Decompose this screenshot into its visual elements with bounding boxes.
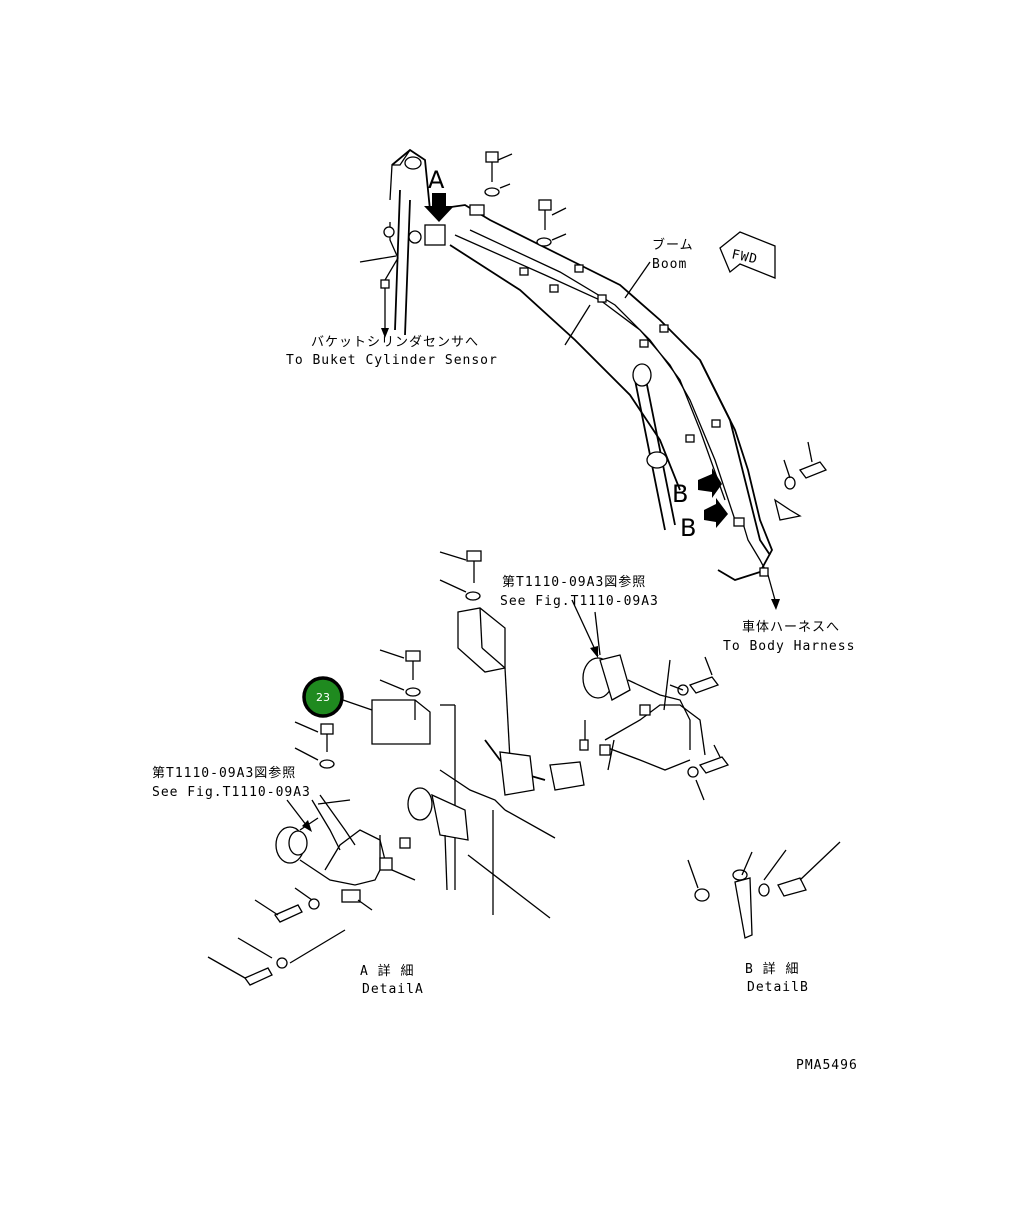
boom-label-jp: ブーム: [652, 237, 694, 253]
marker-b2-label: B: [680, 514, 696, 542]
detail-a-label-en: DetailA: [362, 982, 424, 997]
detail-b-assembly: [687, 841, 841, 939]
boom-label-en: Boom: [652, 257, 687, 272]
detail-a-assembly: [207, 550, 730, 986]
boom-assembly: FWD: [359, 148, 828, 610]
body-harness-label-jp: 車体ハーネスへ: [742, 620, 840, 635]
bucket-sensor-label-en: To Buket Cylinder Sensor: [286, 353, 498, 368]
ref-label-jp-right: 第T1110-09A3図参照: [502, 574, 646, 590]
body-harness-label-en: To Body Harness: [723, 639, 855, 654]
boom-right-bolt: [773, 441, 828, 521]
ref-label-en-right: See Fig.T1110-09A3: [500, 594, 659, 609]
marker-b1-label: B: [672, 480, 688, 508]
marker-a-label: A: [428, 166, 445, 194]
callout-23-ring: [302, 676, 344, 718]
drawing-number: PMA5496: [796, 1058, 858, 1073]
detail-b-label-en: DetailB: [747, 980, 809, 995]
fwd-label: FWD: [730, 247, 759, 267]
bucket-sensor-label-jp: バケットシリンダセンサへ: [311, 335, 479, 350]
ref-label-en-left: See Fig.T1110-09A3: [152, 785, 311, 800]
fwd-arrow-icon: FWD: [719, 231, 776, 279]
ref-label-jp-left: 第T1110-09A3図参照: [152, 765, 296, 781]
callout-23[interactable]: 23: [302, 676, 373, 718]
detail-b-label-jp: B 詳 細: [745, 961, 799, 977]
callout-23-number: 23: [316, 691, 330, 704]
detail-a-label-jp: A 詳 細: [360, 963, 414, 979]
